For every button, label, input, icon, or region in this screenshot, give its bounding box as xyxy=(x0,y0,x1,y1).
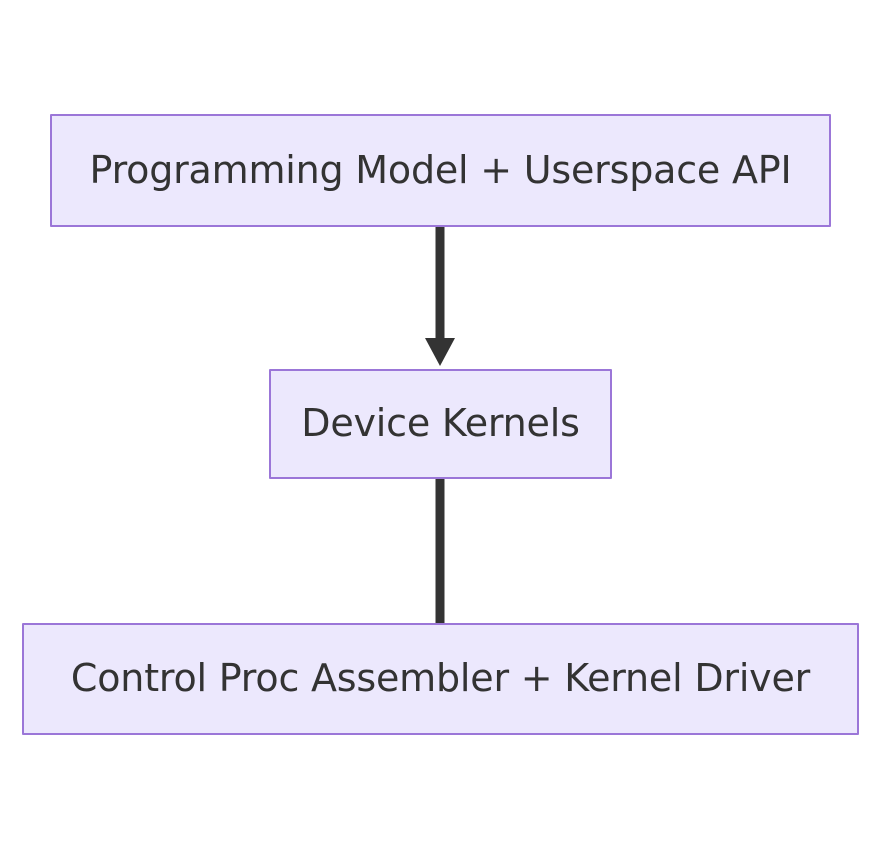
edge-programming-model-to-device-kernels xyxy=(425,227,455,366)
arrowhead-icon-programming-model-to-device-kernels xyxy=(425,338,455,366)
node-control-proc[interactable]: Control Proc Assembler + Kernel Driver xyxy=(22,623,859,735)
node-label-control-proc: Control Proc Assembler + Kernel Driver xyxy=(70,656,811,701)
node-label-programming-model: Programming Model + Userspace API xyxy=(89,147,792,192)
node-label-device-kernels: Device Kernels xyxy=(301,401,580,446)
node-device-kernels[interactable]: Device Kernels xyxy=(269,369,612,479)
node-programming-model[interactable]: Programming Model + Userspace API xyxy=(50,114,831,227)
